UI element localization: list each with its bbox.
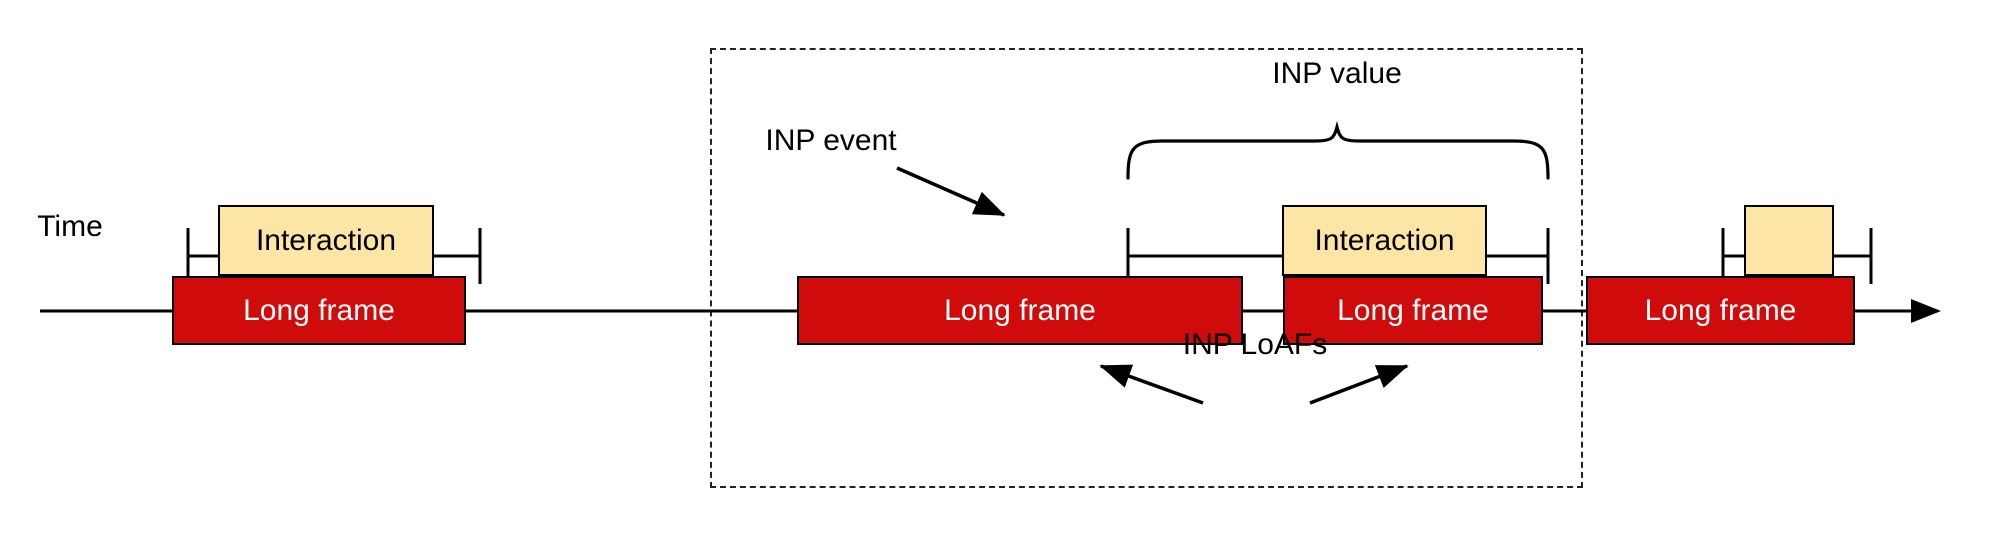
- inp-loafs-label: INP LoAFs: [1182, 328, 1328, 361]
- interaction-box-center[interactable]: Interaction: [1282, 205, 1487, 276]
- long-frame-box-left[interactable]: Long frame: [172, 276, 466, 345]
- inp-event-arrow: [896, 166, 1006, 217]
- long-frame-box-center-left[interactable]: Long frame: [797, 276, 1243, 345]
- inp-loafs-arrow-left: [1099, 364, 1204, 405]
- inp-loafs-arrow-right: [1309, 364, 1409, 405]
- long-frame-box-center-right[interactable]: Long frame: [1283, 276, 1543, 345]
- inp-event-label: INP event: [765, 124, 897, 157]
- interaction-box-left[interactable]: Interaction: [218, 205, 434, 276]
- interaction-box-right[interactable]: [1744, 205, 1834, 276]
- inp-measurement-region: [710, 48, 1583, 488]
- inp-value-label: INP value: [1272, 57, 1402, 90]
- time-axis-label: Time: [37, 210, 103, 243]
- interaction-ticks: [186, 228, 1873, 284]
- inp-value-brace: [1126, 120, 1550, 180]
- long-frame-box-right[interactable]: Long frame: [1586, 276, 1855, 345]
